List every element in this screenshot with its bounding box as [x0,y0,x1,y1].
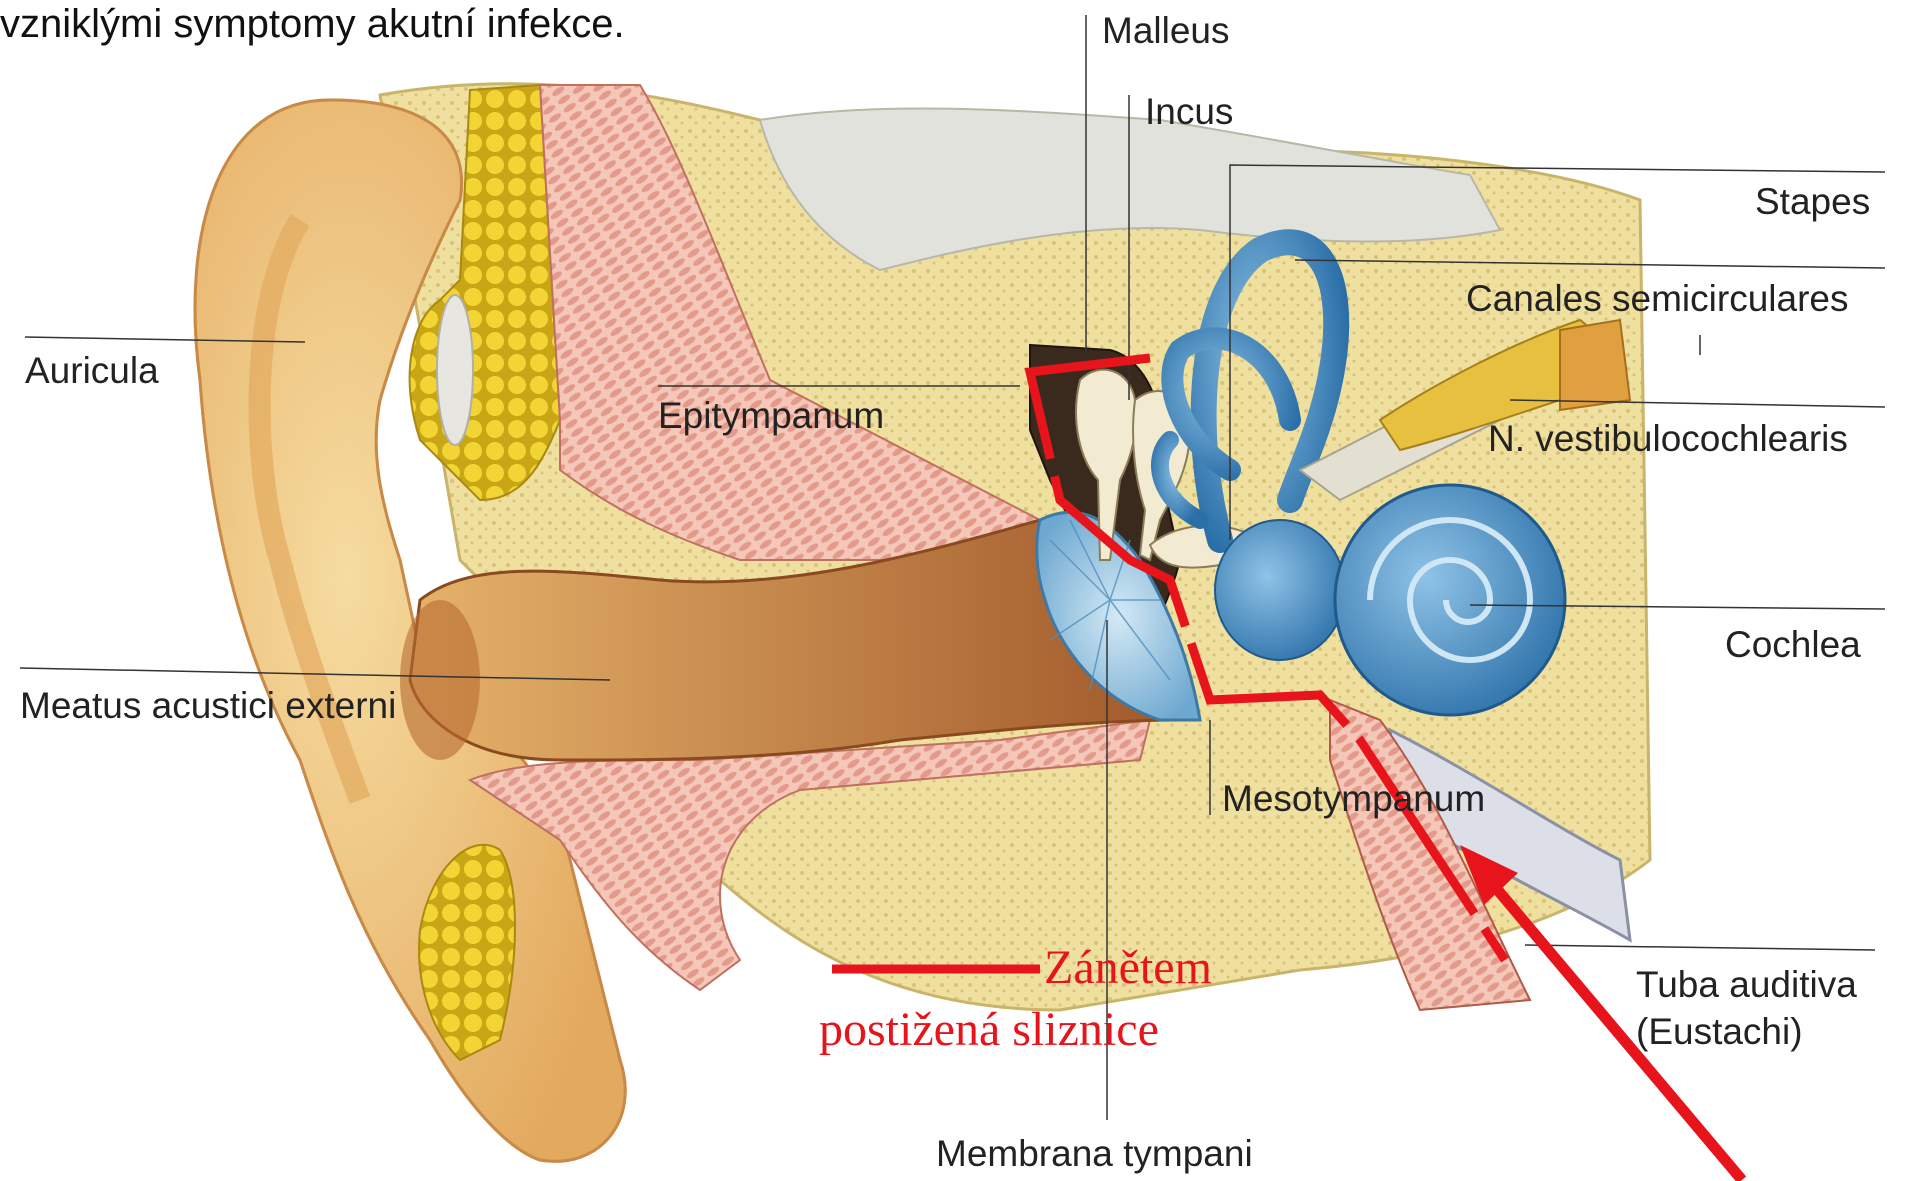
label-epitympanum: Epitympanum [658,397,884,434]
label-eustachi: (Eustachi) [1636,1013,1803,1050]
caption-fragment: vzniklými symptomy akutní infekce. [0,2,625,47]
label-membrana-tympani: Membrana tympani [936,1135,1253,1172]
legend-line-1: Zánětem [1044,944,1212,992]
label-mesotympanum: Mesotympanum [1222,780,1485,817]
label-incus: Incus [1145,93,1233,130]
concha [400,600,480,760]
label-tuba-auditiva: Tuba auditiva [1636,966,1857,1003]
label-canales-semicirculares: Canales semicirculares [1466,280,1848,317]
cartilage-white-upper [437,295,473,445]
legend-line-2: postižená sliznice [819,1006,1159,1054]
label-meatus-acustici-externi: Meatus acustici externi [20,687,396,724]
label-stapes: Stapes [1755,183,1870,220]
vestibule [1215,520,1345,660]
label-cochlea: Cochlea [1725,626,1861,663]
label-auricula: Auricula [25,352,159,389]
label-malleus: Malleus [1102,12,1230,49]
label-n-vestibulocochlearis: N. vestibulocochlearis [1488,420,1848,457]
cochlea-shape [1335,485,1565,715]
